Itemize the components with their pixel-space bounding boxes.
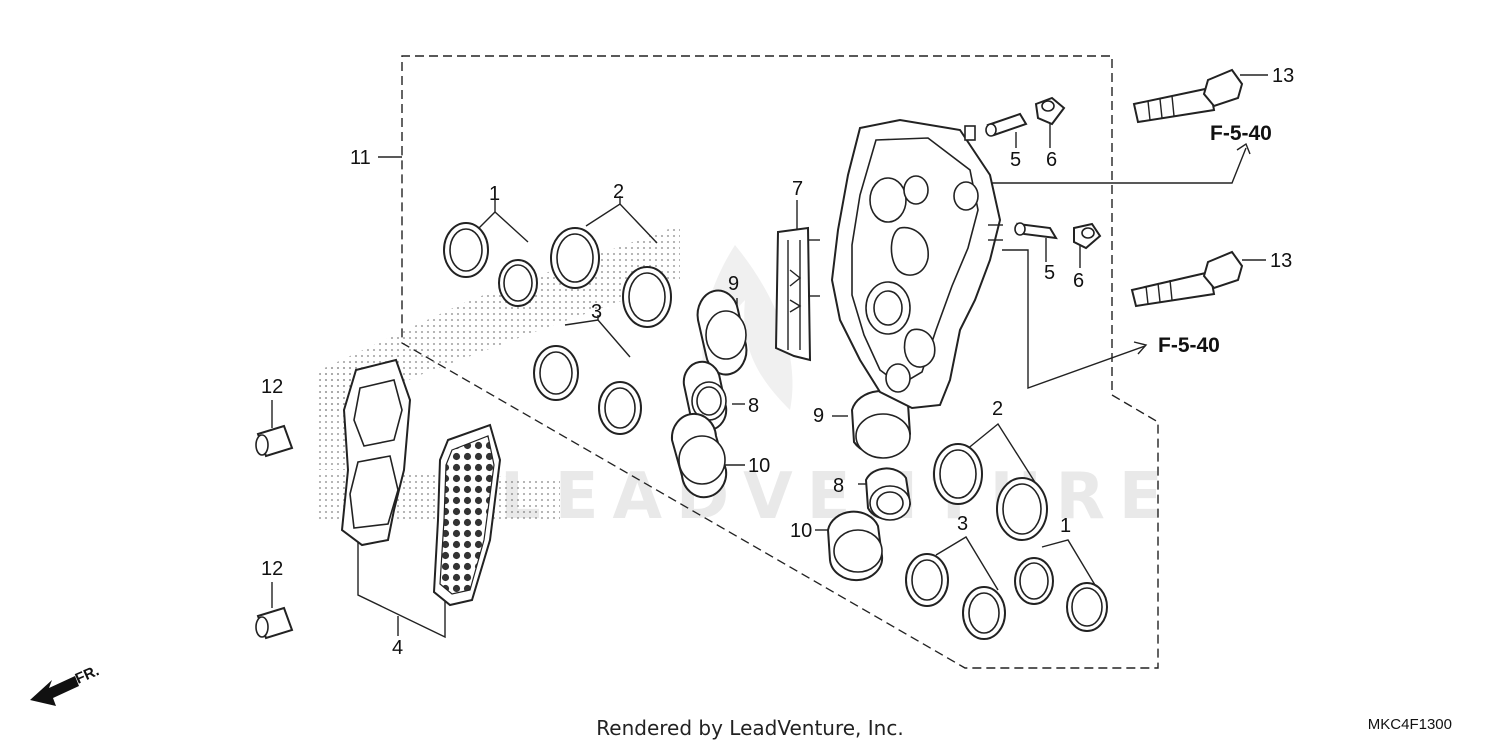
callout-13-top: 13 bbox=[1272, 65, 1294, 87]
callout-11: 11 bbox=[350, 147, 371, 169]
leader-lines bbox=[271, 74, 1268, 639]
front-direction-arrow-icon: FR. bbox=[30, 662, 102, 706]
bleeder-cap-part-6[interactable] bbox=[1034, 96, 1102, 250]
callout-6-top: 6 bbox=[1046, 149, 1057, 171]
collar-part-12[interactable] bbox=[255, 424, 294, 640]
seal-ring-part-3[interactable] bbox=[533, 345, 1006, 640]
footer-credit: Rendered by LeadVenture, Inc. bbox=[596, 716, 904, 740]
callout-9-right: 9 bbox=[813, 405, 824, 427]
callout-12-bottom: 12 bbox=[261, 558, 283, 580]
seal-ring-part-2[interactable] bbox=[550, 227, 1048, 541]
callout-5-top: 5 bbox=[1010, 149, 1021, 171]
front-direction-label: FR. bbox=[73, 662, 102, 687]
callout-3-left: 3 bbox=[591, 301, 602, 323]
piston-part-10[interactable] bbox=[670, 412, 884, 582]
callout-8-right: 8 bbox=[833, 475, 844, 497]
callout-3-right: 3 bbox=[957, 513, 968, 535]
bolt-part-13[interactable] bbox=[1130, 68, 1244, 308]
callout-7: 7 bbox=[792, 178, 803, 200]
callout-5-bottom: 5 bbox=[1044, 262, 1055, 284]
callout-12-top: 12 bbox=[261, 376, 283, 398]
callout-8-left: 8 bbox=[748, 395, 759, 417]
callout-1-left: 1 bbox=[489, 183, 500, 205]
diagram-code: MKC4F1300 bbox=[1367, 716, 1452, 733]
watermark: LEADVENTURE bbox=[500, 245, 1163, 534]
assembly-11-outline bbox=[401, 55, 1159, 669]
caliper-body[interactable] bbox=[830, 118, 1003, 410]
brake-pad-set-part-4[interactable] bbox=[340, 358, 502, 607]
bleeder-screw-part-5[interactable] bbox=[985, 112, 1058, 240]
pad-spring-part-7[interactable] bbox=[774, 226, 820, 362]
callout-13-bottom: 13 bbox=[1270, 250, 1292, 272]
reference-f-5-40-lower[interactable]: F-5-40 bbox=[1158, 334, 1220, 357]
callout-1-right: 1 bbox=[1060, 515, 1071, 537]
callout-2-right: 2 bbox=[992, 398, 1003, 420]
callout-2-left: 2 bbox=[613, 181, 624, 203]
callout-9-left: 9 bbox=[728, 273, 739, 295]
seal-ring-part-1[interactable] bbox=[443, 222, 1108, 632]
callout-4: 4 bbox=[392, 637, 403, 659]
callout-6-bottom: 6 bbox=[1073, 270, 1084, 292]
piston-part-9[interactable] bbox=[696, 289, 912, 459]
callout-10-left: 10 bbox=[748, 455, 770, 477]
callout-10-right: 10 bbox=[790, 520, 812, 542]
reference-f-5-40-upper[interactable]: F-5-40 bbox=[1210, 122, 1272, 145]
